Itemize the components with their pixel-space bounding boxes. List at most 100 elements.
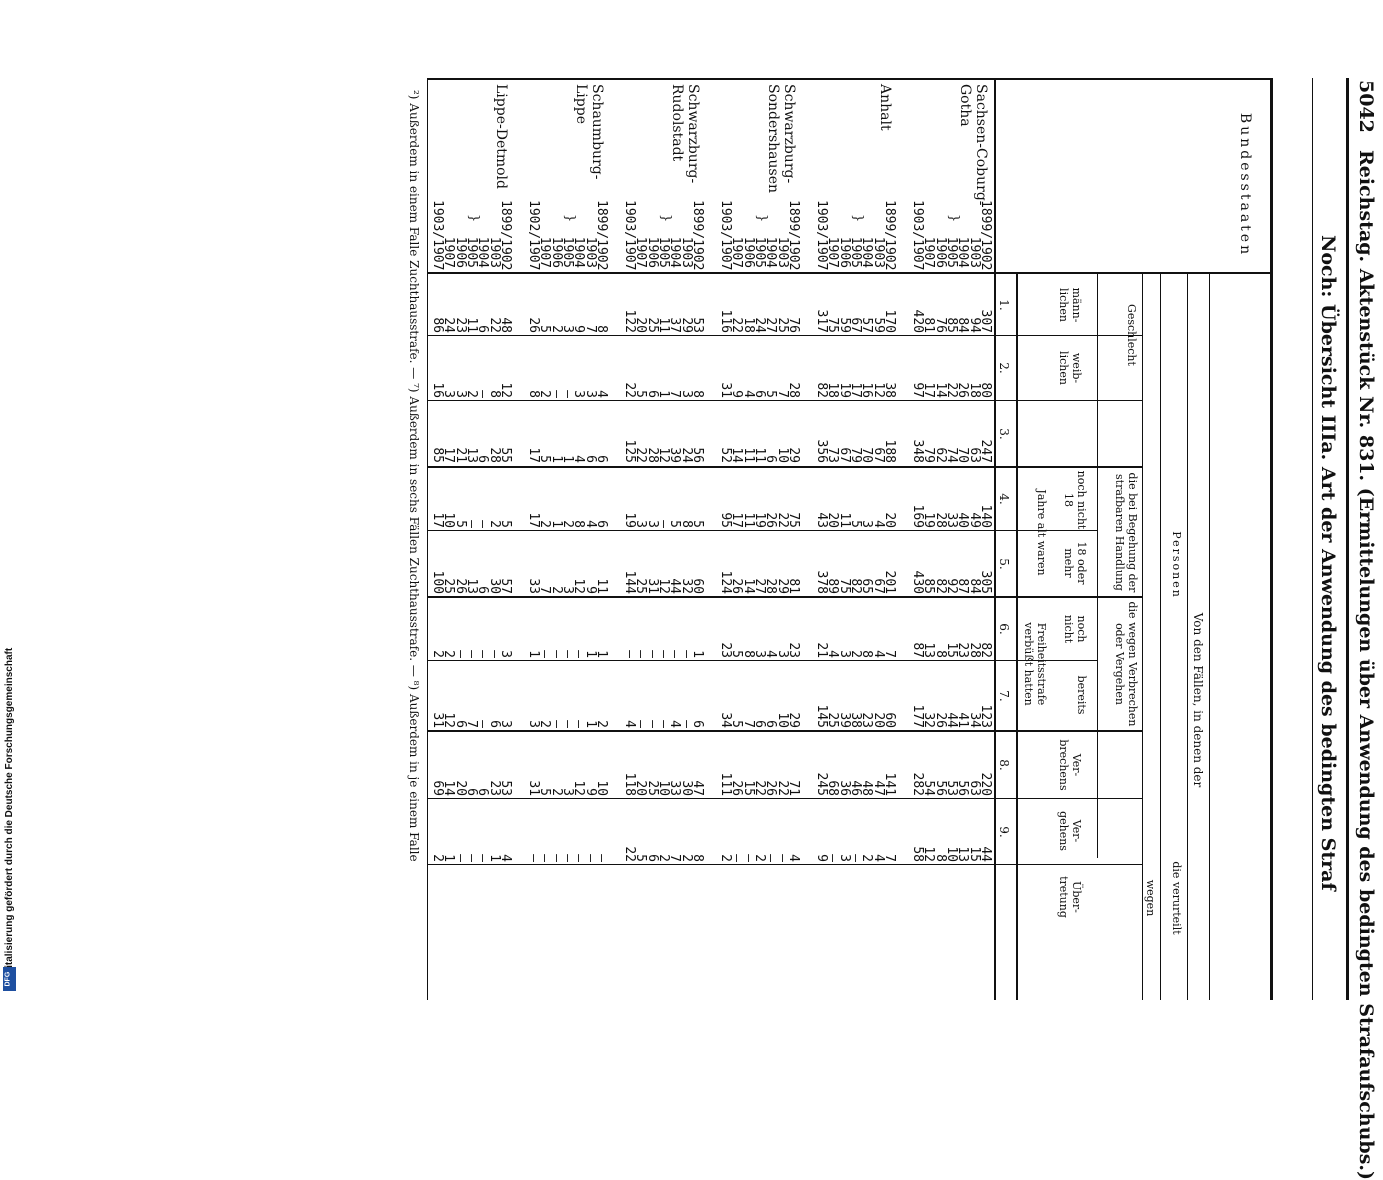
uebertretung-header: Über-tretung xyxy=(1057,876,1083,918)
row-year: 1906 xyxy=(452,236,468,268)
table-cell: 87 xyxy=(910,642,926,658)
rotated-table-page: 5042 Reichstag. Aktenstück Nr. 831. (Erm… xyxy=(407,78,1377,1180)
table-cell: — xyxy=(486,650,502,658)
table-cell: 11 xyxy=(740,447,756,463)
table-cell: 10 xyxy=(774,712,790,728)
table-cell: 378 xyxy=(814,570,830,594)
col-number-9: 9. xyxy=(997,826,1011,838)
table-cell: 21 xyxy=(452,447,468,463)
bei-begehung-header: die bei Begehung der strafbaren Handlung xyxy=(1113,472,1139,593)
table-cell: 14 xyxy=(932,382,948,398)
table-cell: — xyxy=(452,650,468,658)
col-number-2: 2. xyxy=(997,362,1011,374)
table-cell: 29 xyxy=(774,578,790,594)
table-cell: 8 xyxy=(678,520,694,528)
table-cell: 169 xyxy=(910,504,926,528)
header-rule xyxy=(1346,78,1349,1000)
table-cell: 31 xyxy=(644,578,660,594)
table-cell: 1 xyxy=(526,650,542,658)
table-cell: 28 xyxy=(644,447,660,463)
table-cell: — xyxy=(548,650,564,658)
table-cell: 8 xyxy=(740,650,756,658)
row-year: 1903 xyxy=(966,236,982,268)
table-cell: 317 xyxy=(814,309,830,333)
table-cell: 26 xyxy=(452,578,468,594)
table-cell: 9 xyxy=(814,854,830,862)
table-cell: 32 xyxy=(678,578,694,594)
col-rule-4 xyxy=(428,530,1098,531)
table-cell: 23 xyxy=(486,780,502,796)
table-cell: 2 xyxy=(678,854,694,862)
table-cell: 8 xyxy=(932,854,948,862)
table-cell: 7 xyxy=(582,325,598,333)
table-cell: — xyxy=(548,854,564,862)
page-title: Reichstag. Aktenstück Nr. 831. (Ermittel… xyxy=(1355,150,1377,1180)
table-cell: 18 xyxy=(966,382,982,398)
table-cell: 59 xyxy=(870,317,886,333)
table-cell: 23 xyxy=(452,317,468,333)
table-cell: 144 xyxy=(622,570,638,594)
col-rule-6 xyxy=(428,660,1098,661)
row-year: 1903/1907 xyxy=(430,200,446,271)
table-cell: 4 xyxy=(622,720,638,728)
col-number-4: 4. xyxy=(997,493,1011,505)
table-cell: 11 xyxy=(740,512,756,528)
table-cell: 28 xyxy=(486,447,502,463)
col-rule-7 xyxy=(428,730,1143,732)
table-cell: 2 xyxy=(486,520,502,528)
table-cell: 1 xyxy=(548,520,564,528)
weiblich-header: weib-lichen xyxy=(1057,351,1083,385)
table-cell: — xyxy=(526,854,542,862)
table-cell: 100 xyxy=(430,570,446,594)
table-cell: 4 xyxy=(870,650,886,658)
table-cell: 17 xyxy=(526,512,542,528)
table-cell: 25 xyxy=(774,317,790,333)
table-cell: 7 xyxy=(740,720,756,728)
table-cell: 2 xyxy=(718,854,734,862)
col-rule-9 xyxy=(428,864,1143,865)
table-cell: 67 xyxy=(870,578,886,594)
digitization-credit-text: Digitalisierung gefördert durch die Deut… xyxy=(4,647,15,984)
table-cell: 76 xyxy=(932,317,948,333)
table-cell: 15 xyxy=(966,846,982,862)
table-cell: 22 xyxy=(774,512,790,528)
table-cell: 4 xyxy=(740,390,756,398)
jahre-alt-header: Jahre alt waren xyxy=(1035,489,1048,576)
table-cell: 31 xyxy=(526,780,542,796)
table-cell: 8 xyxy=(486,390,502,398)
header-rule-3 xyxy=(1160,272,1161,1000)
table-cell: 97 xyxy=(910,382,926,398)
header-rule-1 xyxy=(1209,272,1210,1000)
table-cell: 49 xyxy=(966,512,982,528)
table-cell: 18 xyxy=(740,317,756,333)
scanned-page: 5042 Reichstag. Aktenstück Nr. 831. (Erm… xyxy=(3,78,1377,1180)
row-year: 1903/1907 xyxy=(814,200,830,271)
table-cell: 6 xyxy=(452,720,468,728)
bereits-header: bereits xyxy=(1075,675,1088,715)
table-cell: 82 xyxy=(932,578,948,594)
state-name: Anhalt xyxy=(877,84,893,131)
col-number-7: 7. xyxy=(997,690,1011,702)
col-rule-3 xyxy=(428,466,1143,468)
table-cell: 9 xyxy=(582,586,598,594)
table-cell: 1 xyxy=(582,650,598,658)
noch-nicht-header: noch nicht xyxy=(1062,614,1088,644)
table-cell: — xyxy=(452,854,468,862)
table-cell: 63 xyxy=(966,780,982,796)
verbrechens-header: Ver-brechens xyxy=(1057,739,1083,791)
table-cell: 95 xyxy=(718,512,734,528)
table-cell: 3 xyxy=(836,854,852,862)
table-cell: 22 xyxy=(622,846,638,862)
table-cell: 34 xyxy=(966,712,982,728)
table-cell: 12 xyxy=(870,382,886,398)
table-cell: 67 xyxy=(836,447,852,463)
table-cell: 31 xyxy=(718,382,734,398)
table-cell: 26 xyxy=(526,317,542,333)
row-year: 1902/1907 xyxy=(526,200,542,271)
table-cell: 25 xyxy=(644,780,660,796)
table-top-rule xyxy=(1270,78,1273,1000)
header-rule-4 xyxy=(1142,272,1143,1000)
table-cell: — xyxy=(644,650,660,658)
table-cell: 7 xyxy=(774,390,790,398)
header-rule-5 xyxy=(1016,272,1018,1000)
